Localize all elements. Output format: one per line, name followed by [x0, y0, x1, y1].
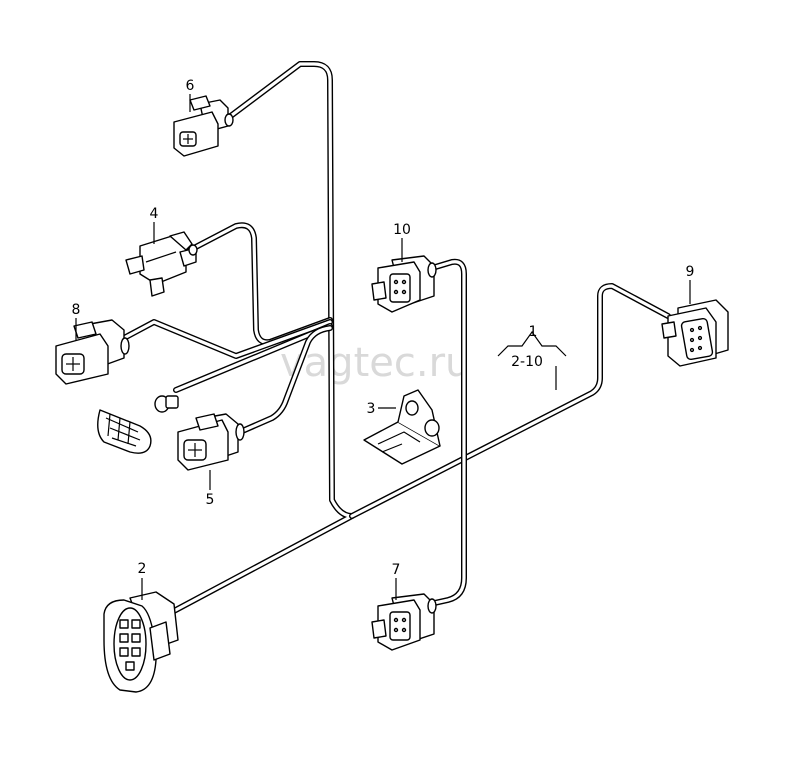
callout-6: 6	[186, 78, 195, 94]
bracket-3[interactable]	[363, 389, 441, 465]
connector-9[interactable]	[661, 299, 729, 367]
connector-10[interactable]	[371, 255, 437, 313]
callout-leaders	[75, 94, 691, 600]
connector-7-10-wire-inner	[428, 260, 466, 606]
connector-7[interactable]	[371, 593, 437, 651]
watermark: vagtec.ru	[280, 340, 470, 386]
harness-wires	[121, 61, 671, 615]
connector-4[interactable]	[125, 231, 198, 297]
callout-10: 10	[393, 222, 411, 238]
connector-9-wire	[349, 283, 671, 519]
side-marker-lamp[interactable]	[97, 395, 179, 454]
callout-9: 9	[686, 264, 695, 280]
connector-6[interactable]	[173, 95, 234, 157]
connector-8-wire-inner	[122, 320, 332, 358]
main-trunk-wire-inner	[170, 62, 354, 614]
callout-1: 1	[529, 324, 538, 340]
callout-3: 3	[367, 401, 376, 417]
lamp-wire-inner	[174, 324, 332, 392]
connector-5[interactable]	[177, 413, 245, 471]
connector-4-wire	[187, 222, 333, 346]
connector-4-wire-inner	[188, 223, 332, 344]
callout-range: 2-10	[511, 354, 543, 370]
connector-2[interactable]	[103, 591, 179, 693]
callout-labels: 1 2-10 2 3 4 5 6 7 8 9 10	[72, 78, 695, 578]
connector-5-wire-inner	[238, 326, 332, 434]
callout-8: 8	[72, 302, 81, 318]
callout-5: 5	[206, 492, 215, 508]
callout-2: 2	[138, 561, 147, 577]
callout-4: 4	[150, 206, 159, 222]
callout-7: 7	[392, 562, 401, 578]
connector-8[interactable]	[55, 319, 130, 385]
connector-9-wire-inner	[350, 284, 670, 518]
